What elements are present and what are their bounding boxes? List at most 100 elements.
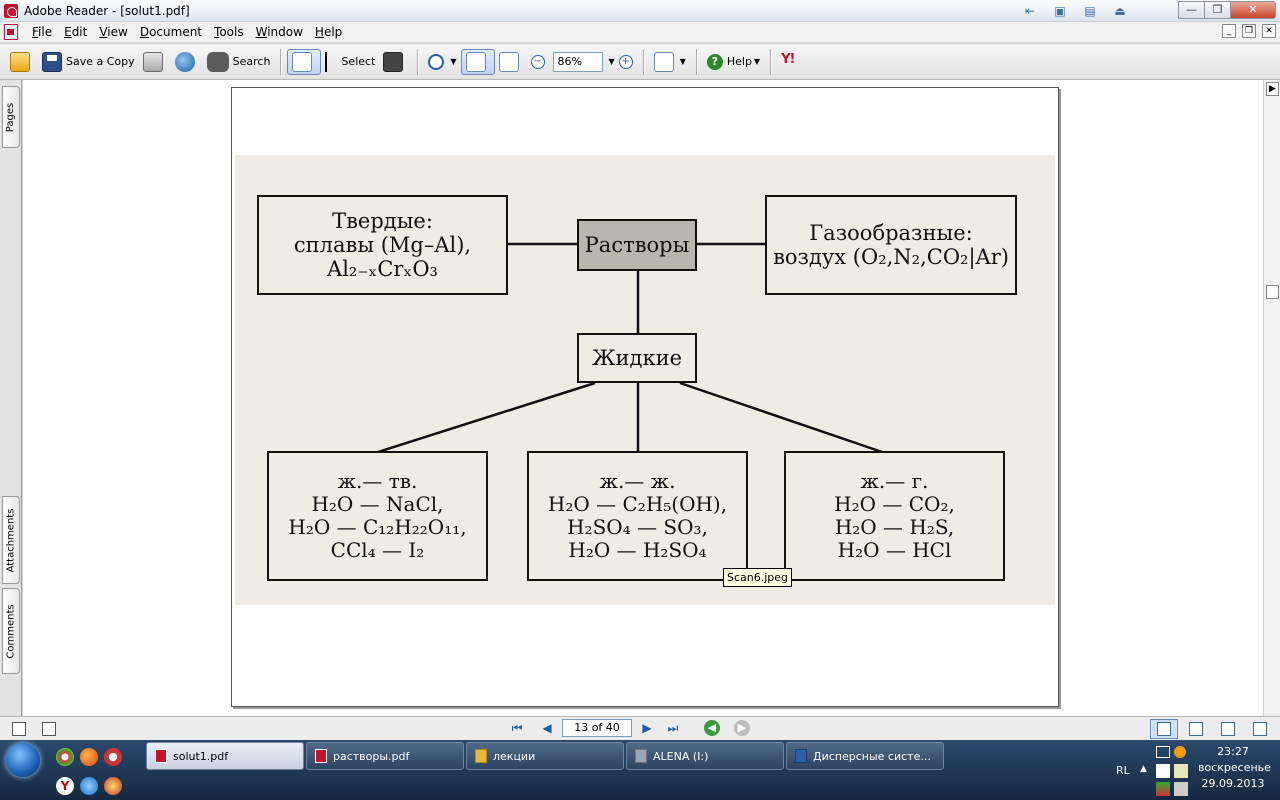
zoom-tool-button[interactable]: ▼ [424, 49, 460, 75]
minimize-button[interactable]: — [1178, 1, 1205, 19]
fit-width-button[interactable] [495, 49, 527, 75]
pdf-page: Твердые: сплавы (Mg–Al), Al₂₋ₓCrₓO₃ Раст… [231, 87, 1059, 707]
task-lekcii-label: лекции [493, 749, 536, 763]
drive-icon [635, 749, 647, 763]
last-page-button[interactable]: ⏭ [667, 721, 679, 735]
task-dispersnye[interactable]: Дисперсные систе... [786, 742, 944, 770]
task-rastvory[interactable]: растворы.pdf [306, 742, 464, 770]
task-solut1[interactable]: solut1.pdf [146, 742, 304, 770]
pin-icon[interactable]: ⇤ [1024, 4, 1036, 18]
help-button[interactable]: ? Help ▼ [703, 49, 764, 75]
chevron-down-icon[interactable]: ▼ [679, 57, 686, 66]
ls-line-3: CCl₄ — I₂ [330, 538, 425, 562]
skype-icon[interactable] [80, 777, 98, 795]
doc-close-button[interactable]: ✕ [1262, 24, 1276, 38]
scrollbar-thumb[interactable] [1266, 285, 1279, 299]
first-page-button[interactable]: ⏮ [511, 721, 523, 735]
document-view[interactable]: Твердые: сплавы (Mg–Al), Al₂₋ₓCrₓO₃ Раст… [23, 80, 1263, 716]
document-icon[interactable] [4, 24, 18, 40]
chevron-down-icon[interactable]: ▼ [450, 57, 457, 66]
volume-icon[interactable] [1174, 782, 1188, 796]
clock[interactable]: 23:27 воскресенье 29.09.2013 [1198, 744, 1271, 792]
zoom-in-button[interactable]: + [615, 49, 637, 75]
next-page-button[interactable]: ▶ [642, 721, 652, 735]
update-icon[interactable] [1174, 746, 1186, 758]
network-tray-icon[interactable] [1174, 764, 1188, 778]
continuous-facing-icon [1253, 722, 1267, 736]
window-icon[interactable]: ▤ [1084, 4, 1096, 18]
menu-help[interactable]: Help [314, 25, 343, 39]
toolbar-separator [695, 48, 697, 75]
start-button[interactable] [6, 743, 40, 777]
snapshot-button[interactable] [379, 49, 411, 75]
expand-pane-arrow-icon[interactable]: ▶ [1266, 82, 1279, 96]
minus-icon: − [530, 54, 545, 69]
eject-icon[interactable]: ⏏ [1114, 4, 1126, 18]
hand-tool-button[interactable] [287, 48, 322, 75]
diagram-connectors [374, 242, 886, 455]
system-tray: RL ▲ 23:27 воскресенье 29.09.2013 [1112, 740, 1280, 800]
doc-minimize-button[interactable]: _ [1222, 24, 1236, 38]
go-forward-button[interactable]: ▶ [734, 720, 750, 736]
zoom-level-input[interactable]: 86% [552, 51, 603, 72]
flag-icon[interactable] [1156, 764, 1170, 778]
page-size-icon[interactable] [42, 721, 56, 736]
search-button[interactable]: Search [203, 49, 275, 75]
battery-icon[interactable] [1156, 782, 1170, 796]
language-indicator[interactable]: RL [1116, 764, 1130, 777]
opera-icon[interactable] [104, 748, 122, 766]
gas-title: Газообразные: [809, 220, 973, 245]
menu-edit[interactable]: Edit [64, 25, 88, 39]
clock-day: воскресенье [1198, 761, 1271, 774]
open-button[interactable] [6, 49, 38, 75]
menu-view[interactable]: View [99, 25, 128, 39]
maximize-button[interactable]: ❐ [1204, 1, 1231, 19]
print-button[interactable] [139, 49, 171, 75]
tray-expand-icon[interactable]: ▲ [1140, 764, 1147, 774]
select-tool-button[interactable]: Select [321, 49, 379, 75]
firefox-icon[interactable] [80, 748, 98, 766]
hand-icon [292, 51, 313, 72]
help-label: Help [726, 55, 752, 68]
email-button[interactable] [171, 49, 203, 75]
screen-icon[interactable] [12, 721, 26, 736]
pdf-icon [315, 749, 327, 763]
menu-document[interactable]: Document [139, 25, 203, 39]
yandex-icon[interactable]: Y [56, 777, 74, 795]
navigation-pane: Pages Attachments Comments [0, 80, 22, 716]
fit-height-button[interactable] [460, 48, 495, 75]
tab-pages[interactable]: Pages [2, 86, 20, 148]
task-alena-drive[interactable]: ALENA (I:) [626, 742, 784, 770]
continuous-view-button[interactable] [1182, 719, 1210, 739]
zoom-dropdown-icon[interactable]: ▼ [608, 57, 615, 66]
media-icon[interactable] [104, 777, 122, 795]
menu-bar: File Edit View Document Tools Window Hel… [0, 22, 1280, 43]
rotate-view-button[interactable]: ▼ [650, 49, 690, 75]
monitor-icon[interactable] [1156, 746, 1170, 758]
ll-line-3: H₂O — H₂SO₄ [568, 538, 707, 562]
menu-tools[interactable]: Tools [214, 25, 244, 39]
lg-line-2: H₂O — H₂S, [834, 515, 955, 539]
tab-comments[interactable]: Comments [2, 588, 20, 674]
clock-time: 23:27 [1217, 745, 1249, 758]
task-lekcii[interactable]: лекции [466, 742, 624, 770]
vertical-scrollbar[interactable]: ▶ [1263, 80, 1280, 716]
chevron-down-icon[interactable]: ▼ [753, 57, 761, 66]
network-icon[interactable]: ▣ [1054, 4, 1066, 18]
single-page-view-button[interactable] [1150, 719, 1178, 739]
menu-window[interactable]: Window [255, 25, 303, 39]
close-button[interactable]: ✕ [1230, 1, 1276, 19]
save-copy-button[interactable]: Save a Copy [38, 49, 139, 75]
doc-restore-button[interactable]: ❐ [1242, 24, 1256, 38]
page-number-input[interactable]: 13 of 40 [562, 719, 632, 737]
go-back-button[interactable]: ◀ [704, 720, 720, 736]
previous-page-button[interactable]: ◀ [542, 721, 552, 735]
ls-line-1: H₂O — NaCl, [311, 492, 444, 516]
menu-file[interactable]: File [32, 25, 53, 39]
facing-view-button[interactable] [1214, 719, 1242, 739]
chrome-icon[interactable] [56, 748, 74, 766]
tab-attachments[interactable]: Attachments [2, 496, 20, 584]
continuous-facing-view-button[interactable] [1246, 719, 1274, 739]
yahoo-button[interactable]: Y! [777, 49, 802, 75]
zoom-out-button[interactable]: − [527, 49, 549, 75]
